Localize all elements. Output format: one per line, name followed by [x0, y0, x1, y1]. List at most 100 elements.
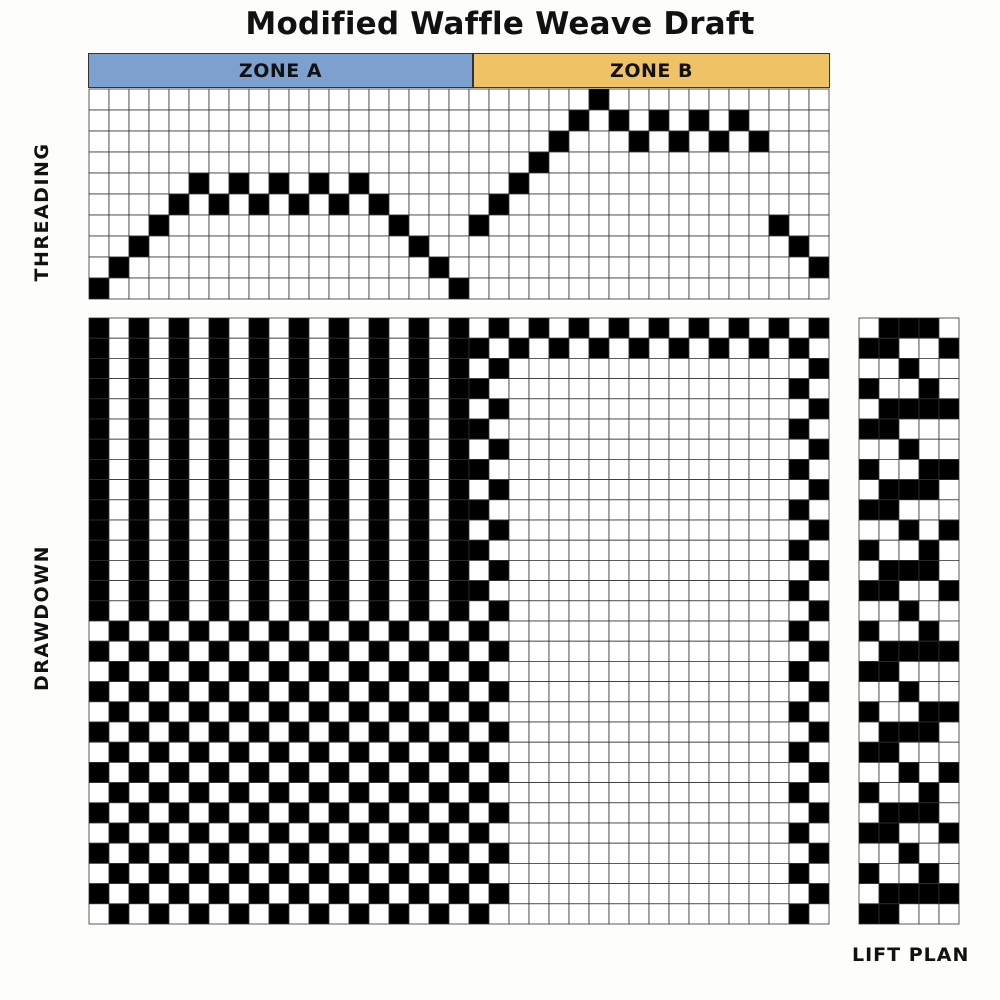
- threading-cell: [788, 214, 810, 237]
- drawdown-cell: [128, 842, 150, 864]
- threading-cell: [488, 88, 510, 111]
- drawdown-cell: [388, 660, 410, 682]
- drawdown-cell: [188, 600, 210, 622]
- threading-cell: [268, 277, 290, 300]
- lift-plan-cell: [898, 701, 920, 723]
- drawdown-cell: [328, 559, 350, 581]
- drawdown-cell: [148, 600, 170, 622]
- drawdown-cell: [408, 903, 430, 925]
- threading-cell: [428, 256, 450, 279]
- drawdown-cell: [448, 317, 470, 339]
- drawdown-cell: [668, 418, 690, 440]
- drawdown-cell: [128, 883, 150, 905]
- drawdown-cell: [328, 903, 350, 925]
- drawdown-cell: [548, 761, 570, 783]
- drawdown-cell: [368, 499, 390, 521]
- drawdown-cell: [668, 458, 690, 480]
- drawdown-cell: [308, 802, 330, 824]
- threading-cell: [608, 214, 630, 237]
- drawdown-cell: [248, 842, 270, 864]
- drawdown-cell: [268, 822, 290, 844]
- drawdown-cell: [628, 701, 650, 723]
- drawdown-cell: [328, 458, 350, 480]
- threading-cell: [148, 214, 170, 237]
- drawdown-cell: [808, 721, 830, 743]
- drawdown-cell: [748, 620, 770, 642]
- drawdown-cell: [528, 620, 550, 642]
- drawdown-cell: [728, 842, 750, 864]
- drawdown-cell: [508, 337, 530, 359]
- drawdown-cell: [488, 802, 510, 824]
- drawdown-cell: [548, 418, 570, 440]
- drawdown-cell: [188, 681, 210, 703]
- drawdown-cell: [208, 802, 230, 824]
- drawdown-cell: [128, 358, 150, 380]
- threading-cell: [588, 130, 610, 153]
- drawdown-label: DRAWDOWN: [31, 545, 53, 691]
- drawdown-cell: [368, 580, 390, 602]
- drawdown-cell: [568, 822, 590, 844]
- drawdown-cell: [288, 802, 310, 824]
- lift-plan-cell: [858, 681, 880, 703]
- drawdown-cell: [408, 741, 430, 763]
- drawdown-cell: [268, 640, 290, 662]
- drawdown-cell: [688, 418, 710, 440]
- drawdown-cell: [688, 378, 710, 400]
- drawdown-cell: [308, 600, 330, 622]
- drawdown-cell: [628, 337, 650, 359]
- drawdown-cell: [88, 358, 110, 380]
- drawdown-cell: [108, 539, 130, 561]
- threading-cell: [228, 151, 250, 174]
- drawdown-cell: [148, 741, 170, 763]
- threading-cell: [168, 214, 190, 237]
- drawdown-cell: [548, 681, 570, 703]
- drawdown-cell: [228, 519, 250, 541]
- drawdown-cell: [88, 479, 110, 501]
- drawdown-cell: [268, 741, 290, 763]
- drawdown-cell: [668, 317, 690, 339]
- lift-plan-cell: [898, 458, 920, 480]
- drawdown-cell: [348, 580, 370, 602]
- drawdown-cell: [788, 559, 810, 581]
- drawdown-cell: [88, 741, 110, 763]
- drawdown-cell: [128, 418, 150, 440]
- lift-plan-cell: [898, 539, 920, 561]
- drawdown-cell: [708, 842, 730, 864]
- drawdown-cell: [488, 903, 510, 925]
- drawdown-cell: [188, 883, 210, 905]
- drawdown-cell: [428, 903, 450, 925]
- threading-cell: [188, 214, 210, 237]
- drawdown-cell: [568, 660, 590, 682]
- lift-plan-cell: [878, 842, 900, 864]
- threading-cell: [248, 109, 270, 132]
- threading-cell: [388, 277, 410, 300]
- drawdown-cell: [268, 438, 290, 460]
- lift-plan-cell: [918, 761, 940, 783]
- drawdown-cell: [808, 842, 830, 864]
- drawdown-cell: [588, 499, 610, 521]
- threading-cell: [548, 88, 570, 111]
- threading-cell: [368, 109, 390, 132]
- threading-cell: [368, 214, 390, 237]
- drawdown-cell: [648, 559, 670, 581]
- drawdown-cell: [488, 358, 510, 380]
- drawdown-cell: [668, 398, 690, 420]
- drawdown-cell: [348, 620, 370, 642]
- drawdown-cell: [568, 418, 590, 440]
- drawdown-cell: [648, 721, 670, 743]
- drawdown-cell: [508, 378, 530, 400]
- threading-cell: [268, 88, 290, 111]
- drawdown-cell: [488, 782, 510, 804]
- threading-cell: [188, 172, 210, 195]
- threading-cell: [88, 151, 110, 174]
- drawdown-cell: [148, 863, 170, 885]
- lift-plan-cell: [918, 741, 940, 763]
- drawdown-cell: [648, 660, 670, 682]
- drawdown-cell: [508, 640, 530, 662]
- drawdown-cell: [328, 863, 350, 885]
- threading-cell: [748, 109, 770, 132]
- threading-cell: [568, 193, 590, 216]
- drawdown-cell: [268, 701, 290, 723]
- threading-cell: [128, 214, 150, 237]
- threading-cell: [608, 256, 630, 279]
